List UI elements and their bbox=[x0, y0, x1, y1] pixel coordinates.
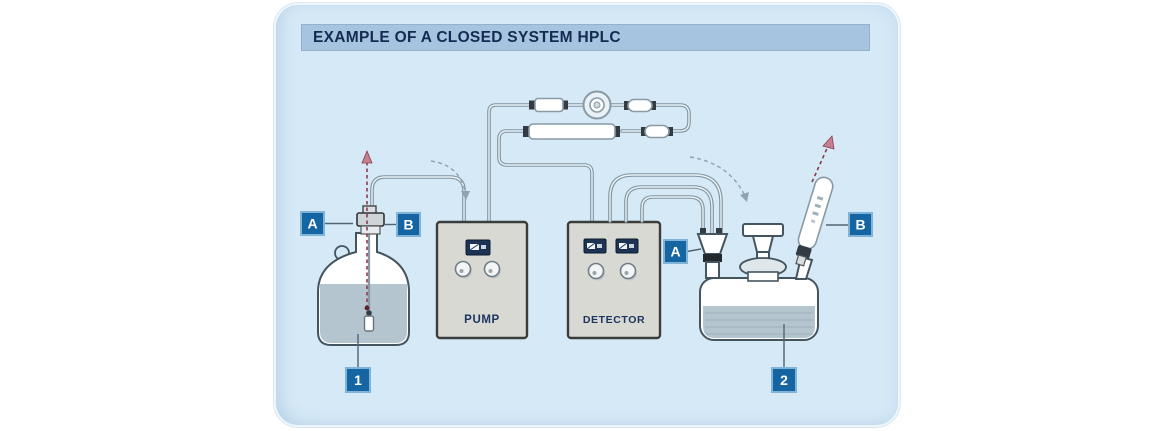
callout-waste-b: B bbox=[826, 212, 873, 237]
flow-direction-arc-pump bbox=[430, 160, 470, 200]
waste-center-cap bbox=[739, 223, 787, 282]
callout-item-1-box bbox=[345, 367, 371, 393]
flow-direction-arc-waste bbox=[689, 156, 749, 202]
injector-valve bbox=[582, 90, 612, 120]
vent-arrow-waste bbox=[811, 135, 835, 183]
bottle-cap bbox=[356, 205, 385, 235]
callout-bottle-a-label: A bbox=[307, 216, 317, 232]
tube-column-to-detector bbox=[497, 129, 594, 223]
port-seal-band bbox=[703, 254, 722, 262]
callout-waste-b-label: B bbox=[855, 217, 865, 233]
callout-item-2: 2 bbox=[771, 324, 797, 393]
callout-item-1: 1 bbox=[345, 334, 371, 393]
waste-liquid bbox=[703, 306, 815, 338]
inlet-filter bbox=[363, 315, 375, 332]
detector-knob-right bbox=[619, 262, 637, 280]
callout-waste-a-box bbox=[663, 239, 688, 264]
pump-knob-right bbox=[483, 260, 501, 278]
tube-injector-to-column bbox=[609, 103, 691, 133]
detector-label: DETECTOR bbox=[583, 314, 645, 326]
tube-bottle-to-pump bbox=[370, 175, 466, 223]
tubes-detector-to-waste bbox=[608, 173, 723, 238]
callout-item-2-box bbox=[771, 367, 797, 393]
tube-oval-fitting-2 bbox=[641, 124, 673, 139]
pump-box bbox=[435, 220, 529, 340]
pump-unit: PUMP bbox=[435, 220, 529, 340]
callout-bottle-a: A bbox=[300, 211, 353, 236]
solvent-bottle bbox=[317, 149, 410, 346]
tube-pump-to-injector bbox=[487, 103, 586, 223]
callout-item-1-label: 1 bbox=[354, 372, 362, 388]
vent-cartridge bbox=[795, 176, 834, 267]
bottle-liquid bbox=[320, 284, 407, 343]
callout-bottle-b-box bbox=[396, 212, 421, 237]
pump-label: PUMP bbox=[464, 314, 500, 326]
detector-knob-left bbox=[587, 262, 605, 280]
vent-arrow-bottle bbox=[361, 149, 373, 311]
waste-inlet-port bbox=[696, 228, 729, 279]
waste-container bbox=[699, 223, 819, 341]
callout-bottle-b-label: B bbox=[403, 217, 413, 233]
title-bar: EXAMPLE OF A CLOSED SYSTEM HPLC bbox=[301, 24, 870, 51]
callout-waste-a: A bbox=[663, 239, 702, 264]
separation-column bbox=[523, 123, 620, 140]
callout-waste-b-box bbox=[848, 212, 873, 237]
diagram-title: EXAMPLE OF A CLOSED SYSTEM HPLC bbox=[313, 28, 621, 46]
tube-union-fitting bbox=[529, 97, 568, 113]
callout-bottle-a-box bbox=[300, 211, 325, 236]
detector-unit: DETECTOR bbox=[566, 220, 662, 340]
callout-waste-a-label: A bbox=[670, 244, 680, 260]
pump-knob-left bbox=[454, 260, 472, 278]
tube-oval-fitting-1 bbox=[624, 98, 656, 113]
dip-tube-node bbox=[366, 310, 372, 316]
callout-bottle-b: B bbox=[384, 212, 421, 237]
callout-item-2-label: 2 bbox=[780, 372, 788, 388]
